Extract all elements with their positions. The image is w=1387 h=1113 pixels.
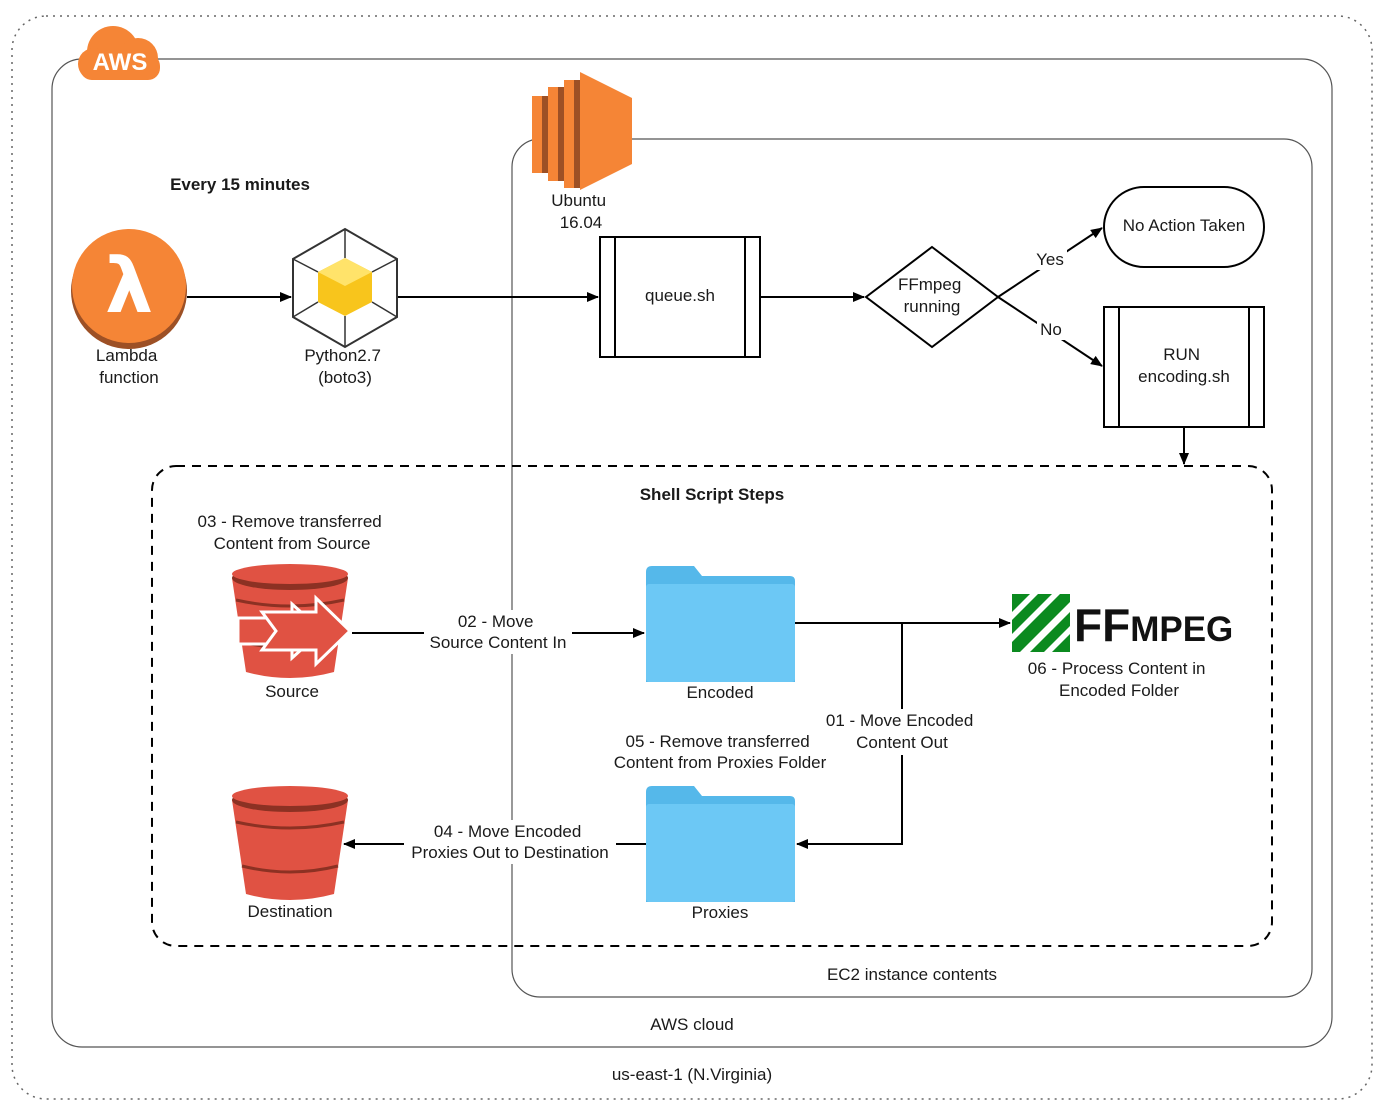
ffmpeg-logo-text: FFMPEG [1074, 599, 1233, 651]
no-action-label: No Action Taken [1123, 216, 1246, 235]
source-label: Source [265, 682, 319, 701]
queue-label: queue.sh [645, 286, 715, 305]
ec2-label: EC2 instance contents [827, 965, 997, 984]
yes-label: Yes [1036, 250, 1064, 269]
encoded-label: Encoded [686, 683, 753, 702]
shell-steps-group [151, 465, 1273, 947]
cube-icon [292, 227, 398, 349]
ffmpeg-logo-icon [1012, 594, 1070, 652]
step-01-label-bg [822, 709, 982, 755]
no-label: No [1040, 320, 1062, 339]
lambda-icon: λ [71, 229, 187, 349]
destination-bucket-icon [232, 786, 348, 900]
proxies-label: Proxies [692, 903, 749, 922]
ec2-instance-icon [532, 72, 632, 190]
source-bucket-icon [232, 564, 353, 678]
region-label: us-east-1 (N.Virginia) [612, 1065, 772, 1084]
encoded-folder-icon [646, 566, 795, 682]
ffmpeg-running-decision [864, 245, 1000, 349]
edge-encoded-proxies [796, 623, 903, 849]
no-action-terminator [1103, 186, 1265, 268]
python-label: Python2.7 (boto3) [304, 346, 385, 387]
aws-cloud-label: AWS cloud [650, 1015, 733, 1034]
step-02-label: 02 - Move Source Content In [429, 612, 566, 652]
step-04-label-bg [404, 820, 616, 864]
step-02-label-bg [424, 610, 572, 654]
svg-text:λ: λ [105, 241, 153, 330]
aws-cloud-container [51, 58, 1333, 1048]
decision-label: FFmpeg running [898, 275, 966, 316]
shell-steps-title: Shell Script Steps [640, 485, 785, 504]
step-04-label: 04 - Move Encoded Proxies Out to Destina… [411, 822, 608, 862]
ec2-os-label: Ubuntu 16.04 [551, 191, 611, 232]
destination-label: Destination [247, 902, 332, 921]
lambda-label: Lambda function [96, 346, 162, 387]
proxies-folder-icon [646, 786, 795, 902]
step-06-label: 06 - Process Content in Encoded Folder [1028, 659, 1210, 700]
aws-cloud-icon [78, 26, 160, 80]
aws-badge-label: AWS [93, 49, 148, 76]
ec2-container [511, 138, 1313, 998]
no-label-bg [1037, 320, 1065, 340]
step-05-label: 05 - Remove transferred Content from Pro… [614, 732, 827, 772]
run-encoding-label: RUN encoding.sh [1138, 345, 1230, 386]
schedule-label: Every 15 minutes [170, 175, 310, 194]
step-03-label: 03 - Remove transferred Content from Sou… [198, 512, 387, 553]
region-container [11, 15, 1373, 1100]
yes-label-bg [1033, 250, 1067, 270]
step-01-label: 01 - Move Encoded Content Out [826, 711, 978, 752]
